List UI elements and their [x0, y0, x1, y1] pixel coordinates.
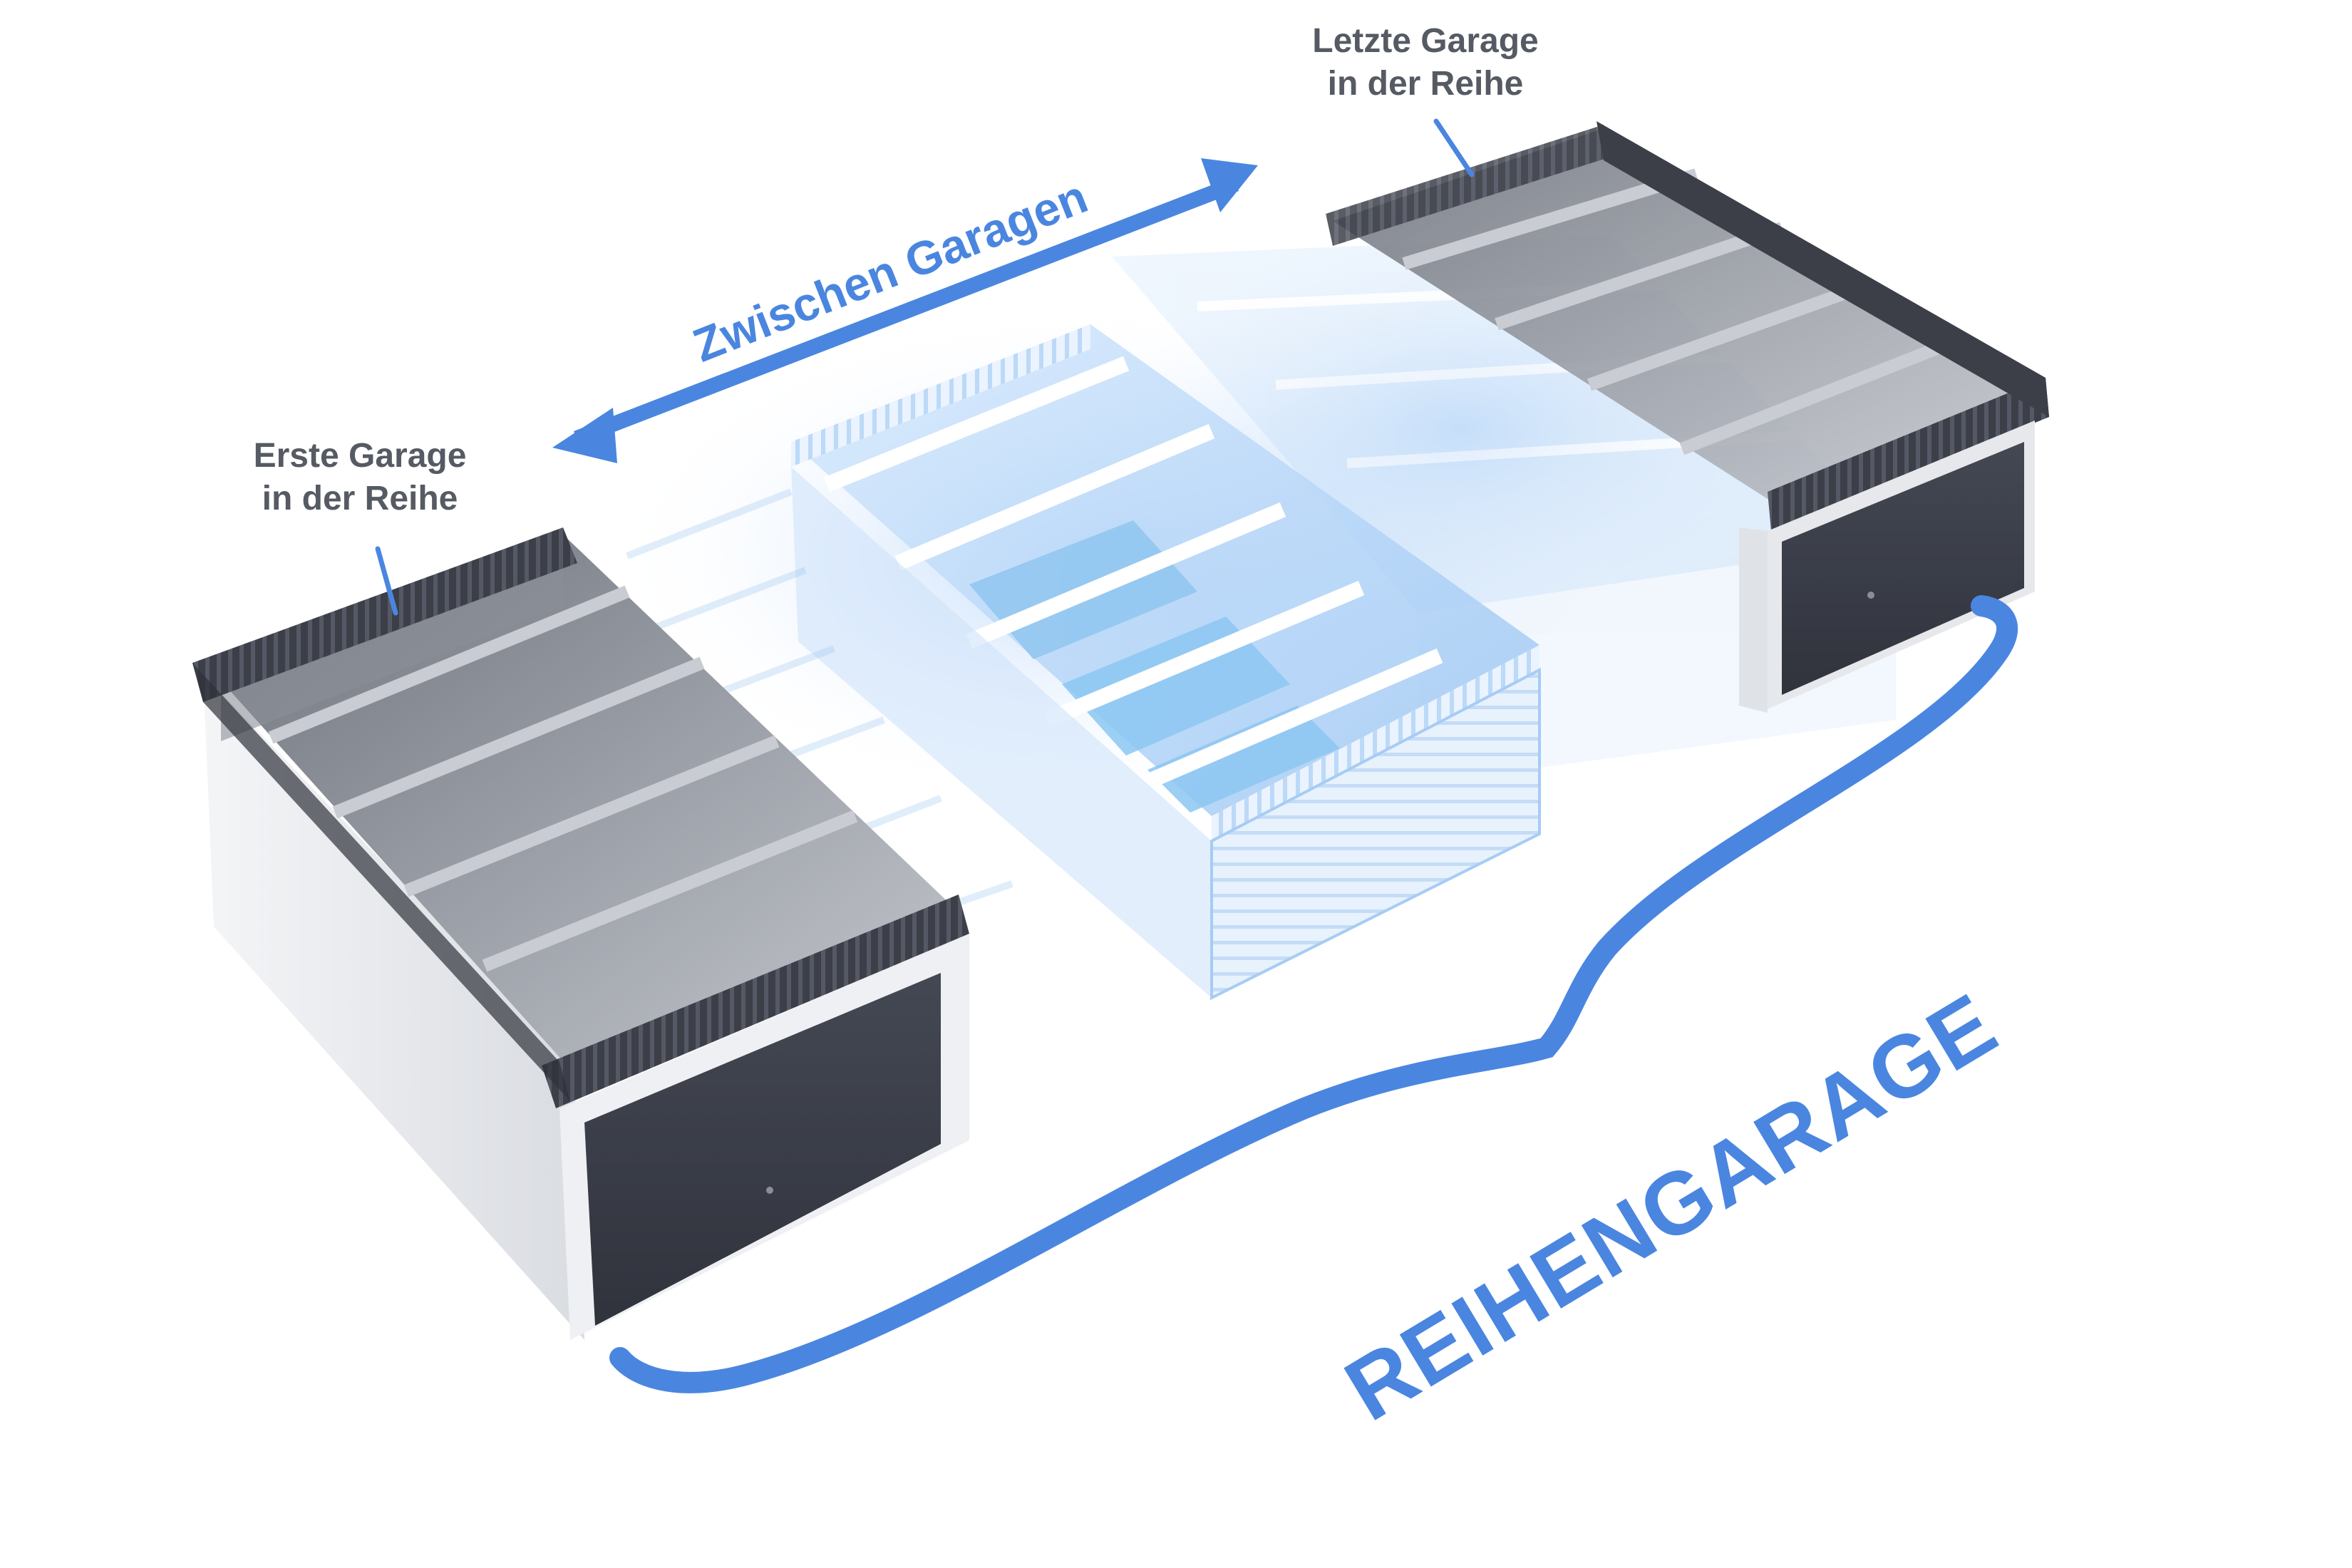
last-garage-label-line2: in der Reihe [1327, 65, 1524, 103]
first-garage [192, 527, 969, 1340]
last-garage [1326, 121, 2049, 713]
double-arrow-icon [552, 158, 1258, 463]
curly-brace-icon [609, 595, 2018, 1393]
last-garage-label: Letzte Garage in der Reihe [1233, 20, 1618, 105]
last-garage-pointer [1433, 118, 1475, 177]
last-garage-label-line1: Letzte Garage [1312, 22, 1539, 60]
first-garage-label: Erste Garage in der Reihe [196, 435, 524, 520]
first-garage-pointer [375, 546, 398, 616]
first-garage-label-line1: Erste Garage [253, 437, 467, 475]
garage-door [1782, 442, 2024, 695]
ghost-garage [791, 324, 1541, 1001]
first-garage-label-line2: in der Reihe [262, 480, 458, 517]
garage-door [584, 973, 941, 1326]
